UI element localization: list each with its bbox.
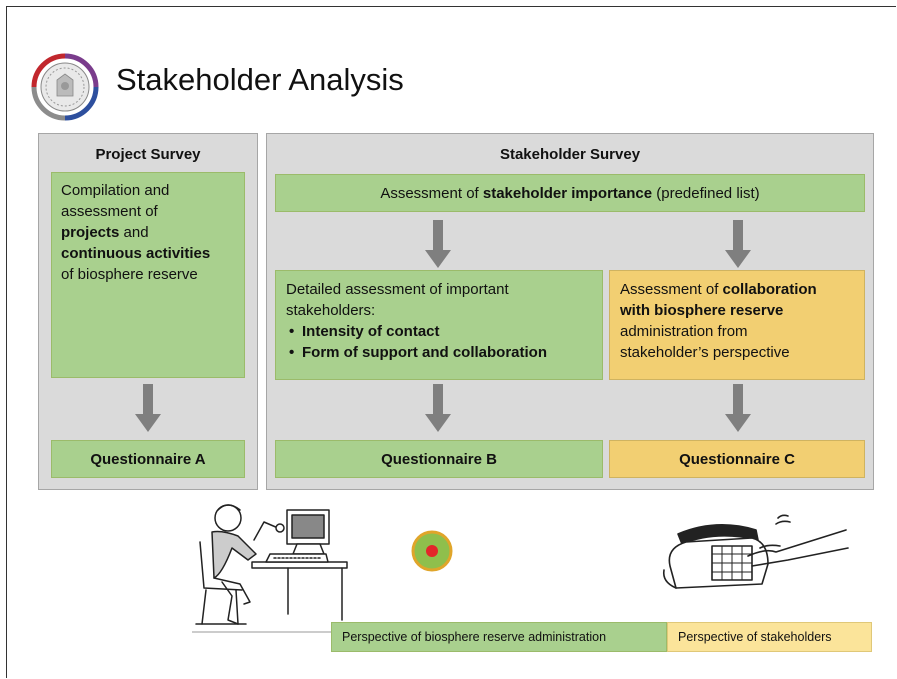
- and-text: and: [119, 224, 149, 241]
- biosphere-reserve-term: with biosphere reserve: [620, 302, 784, 319]
- continuous-activities-term: continuous activities: [61, 245, 211, 262]
- project-survey-header: Project Survey: [95, 146, 201, 163]
- text-line: Assessment of collaboration: [620, 279, 854, 300]
- text-line: continuous activities: [61, 243, 235, 264]
- text-line: stakeholder’s perspective: [620, 344, 790, 361]
- collab-pre: Assessment of: [620, 281, 723, 298]
- projects-term: projects: [61, 224, 120, 241]
- stakeholder-survey-header: Stakeholder Survey: [499, 146, 641, 163]
- text-line: assessment of: [61, 203, 158, 220]
- legend-stakeholder-perspective: Perspective of stakeholders: [667, 622, 872, 652]
- project-survey-panel: Project Survey Compilation and assessmen…: [38, 133, 258, 490]
- down-arrow-icon: [725, 384, 751, 432]
- slide-frame: [6, 6, 896, 678]
- text-line: stakeholders:: [286, 302, 376, 319]
- importance-pre: Assessment of: [380, 184, 483, 202]
- detailed-assessment-box: Detailed assessment of important stakeho…: [275, 270, 603, 380]
- stakeholder-survey-panel: Stakeholder Survey Assessment of stakeho…: [266, 133, 874, 490]
- importance-term: stakeholder importance: [482, 184, 653, 202]
- telephone-dialing-illustration: [662, 514, 849, 589]
- bullet-item: Intensity of contact: [286, 321, 592, 342]
- text-line: administration from: [620, 323, 748, 340]
- collaboration-term: collaboration: [722, 281, 817, 298]
- text-line: with biosphere reserve: [620, 300, 854, 321]
- questionnaire-c-box: Questionnaire C: [609, 440, 865, 478]
- questionnaire-a-box: Questionnaire A: [51, 440, 245, 478]
- person-at-computer-illustration: [192, 504, 352, 633]
- down-arrow-icon: [425, 384, 451, 432]
- target-dot-icon: [411, 530, 453, 572]
- stakeholder-importance-box: Assessment of stakeholder importance (pr…: [275, 174, 865, 212]
- legend-admin-perspective: Perspective of biosphere reserve adminis…: [331, 622, 667, 652]
- text-line: of biosphere reserve: [61, 266, 198, 283]
- projects-assessment-box: Compilation and assessment of projects a…: [51, 172, 245, 378]
- bullet-item: Form of support and collaboration: [286, 342, 592, 363]
- page-title: Stakeholder Analysis: [116, 62, 404, 97]
- collaboration-assessment-box: Assessment of collaboration with biosphe…: [609, 270, 865, 380]
- text-line: Detailed assessment of important: [286, 281, 509, 298]
- university-seal-icon: [31, 53, 99, 121]
- down-arrow-icon: [425, 220, 451, 268]
- questionnaire-b-box: Questionnaire B: [275, 440, 603, 478]
- importance-post: (predefined list): [652, 184, 760, 202]
- down-arrow-icon: [135, 384, 161, 432]
- text-line: projects and: [61, 222, 235, 243]
- down-arrow-icon: [725, 220, 751, 268]
- text-line: Compilation and: [61, 182, 170, 199]
- detail-bullet-list: Intensity of contact Form of support and…: [286, 321, 592, 363]
